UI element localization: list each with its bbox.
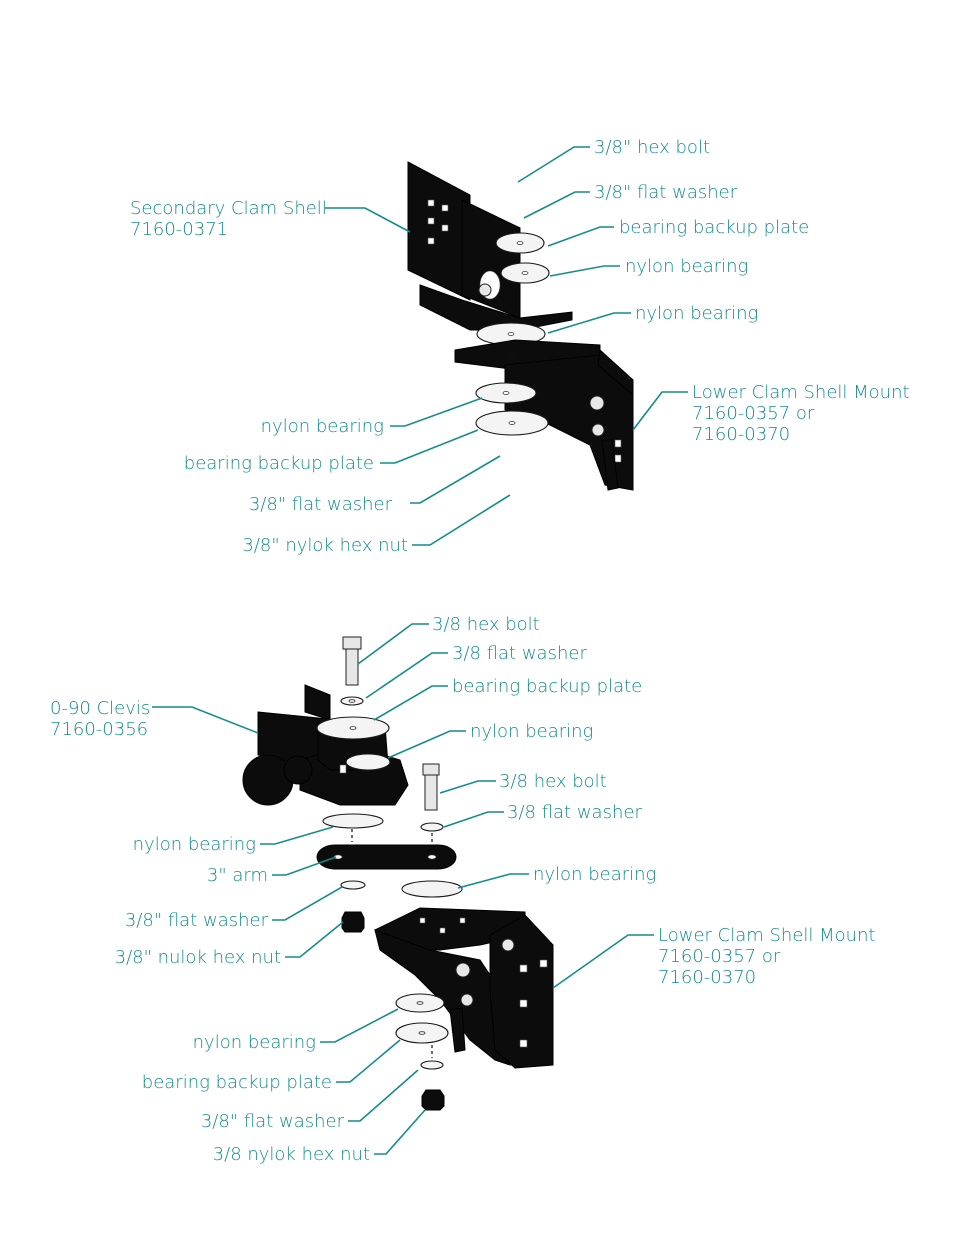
label-nylon-bearing-3b: nylon bearing: [533, 864, 656, 885]
label-arm: 3" arm: [207, 865, 268, 886]
clevis-part: [242, 684, 409, 806]
label-clevis-2: 7160-0356: [50, 719, 148, 740]
upper-lower-clam-shell-part: [454, 339, 634, 491]
hex-bolt-1-part: [342, 636, 362, 686]
arm-part: [316, 844, 457, 870]
label-nylon-bearing-3: nylon bearing: [261, 416, 384, 437]
label-secondary-clam-2: 7160-0371: [130, 219, 228, 240]
hex-bolt-2-part: [422, 763, 440, 811]
label-nulok-nut: 3/8" nulok hex nut: [115, 947, 281, 968]
label-secondary-clam-1: Secondary Clam Shell: [130, 198, 327, 219]
label-nylon-bearing-1: nylon bearing: [625, 256, 748, 277]
label-nylok-nut: 3/8" nylok hex nut: [242, 535, 408, 556]
nylon-bearing-3-part: [401, 880, 463, 898]
label-nylon-bearing-2: nylon bearing: [635, 303, 758, 324]
label-lower-clam-3: 7160-0370: [692, 424, 790, 445]
lower-clam-shell-part: [374, 907, 554, 1069]
label-lower-clam-b1: Lower Clam Shell Mount: [658, 925, 876, 946]
label-lower-clam-1: Lower Clam Shell Mount: [692, 382, 910, 403]
label-lower-clam-b2: 7160-0357 or: [658, 946, 781, 967]
label-lower-clam-b3: 7160-0370: [658, 967, 756, 988]
label-flat-washer-4: 3/8" flat washer: [201, 1111, 345, 1132]
nylon-bearing-2-part: [322, 813, 384, 829]
label-flat-washer-3: 3/8" flat washer: [125, 910, 269, 931]
label-hex-bolt: 3/8" hex bolt: [594, 137, 710, 158]
flat-washer-3-part: [340, 880, 366, 890]
label-hex-bolt-1: 3/8 hex bolt: [432, 614, 540, 635]
label-nylon-bearing-2b: nylon bearing: [133, 834, 256, 855]
label-flat-washer-top: 3/8" flat washer: [594, 182, 738, 203]
label-flat-washer-bottom: 3/8" flat washer: [249, 494, 393, 515]
label-lower-clam-2: 7160-0357 or: [692, 403, 815, 424]
label-clevis-1: 0-90 Clevis: [50, 698, 150, 719]
label-nylon-bearing-1b: nylon bearing: [470, 721, 593, 742]
label-hex-bolt-2: 3/8 hex bolt: [499, 771, 607, 792]
label-backup-plate-2: bearing backup plate: [142, 1072, 332, 1093]
label-nylok-nut-b: 3/8 nylok hex nut: [213, 1144, 370, 1165]
label-backup-plate-bottom: bearing backup plate: [184, 453, 374, 474]
label-backup-plate-top: bearing backup plate: [619, 217, 809, 238]
nylon-bearing-1-part: [345, 753, 391, 771]
nulok-nut-part: [341, 911, 365, 933]
flat-washer-4-part: [420, 1060, 444, 1070]
nylok-nut-part: [421, 1089, 445, 1111]
lower-assembly: 3/8 hex bolt 3/8 flat washer bearing bac…: [50, 614, 876, 1165]
label-flat-washer-2: 3/8 flat washer: [507, 802, 642, 823]
label-flat-washer-1: 3/8 flat washer: [452, 643, 587, 664]
label-nylon-bearing-4b: nylon bearing: [193, 1032, 316, 1053]
flat-washer-2-part: [420, 822, 444, 832]
upper-assembly: 3/8" hex bolt 3/8" flat washer bearing b…: [130, 137, 910, 556]
secondary-clam-shell-part: [407, 161, 573, 331]
label-backup-plate-1: bearing backup plate: [452, 676, 642, 697]
